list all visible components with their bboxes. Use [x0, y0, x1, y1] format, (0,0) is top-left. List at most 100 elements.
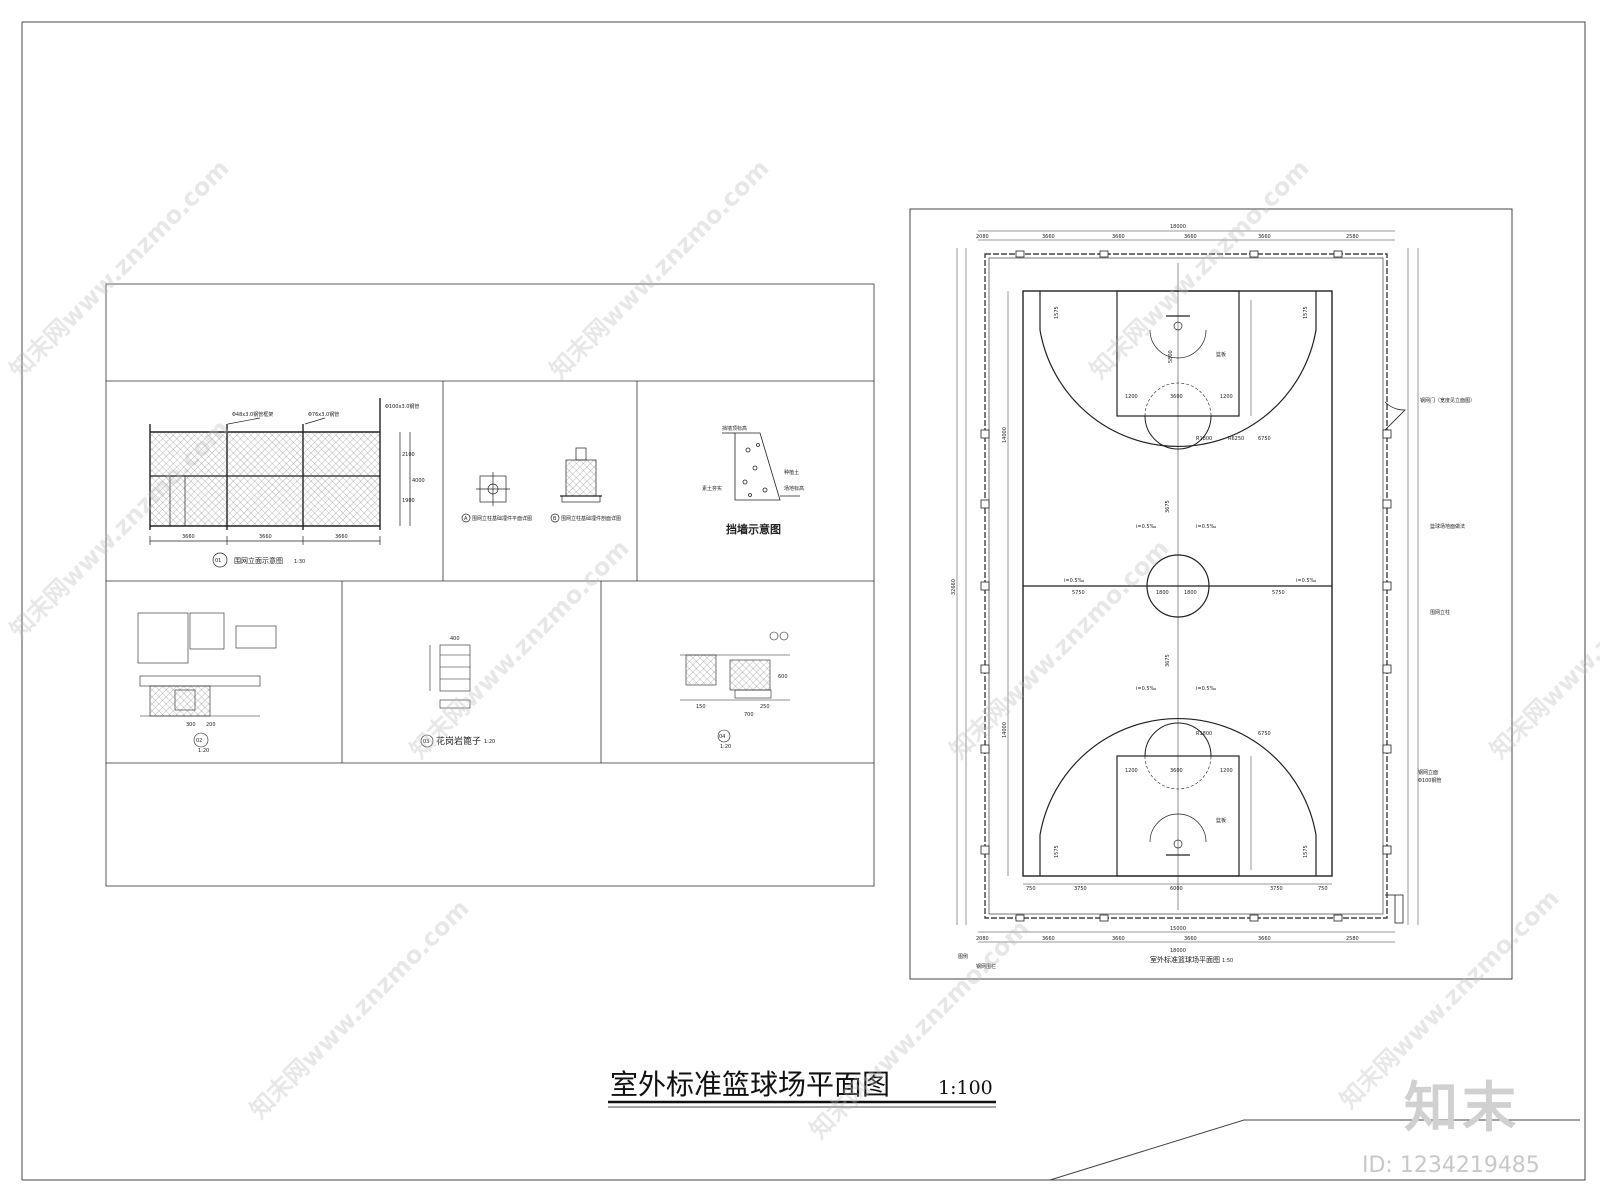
- embed-details: [461, 447, 602, 523]
- court-basket-top: 篮板: [1216, 351, 1226, 358]
- court-key-side-bottom-right: 1200: [1220, 768, 1233, 774]
- court-caption-scale: 1:50: [1222, 958, 1233, 964]
- court-top-dim-4: 3660: [1184, 234, 1197, 240]
- fence-dim-2: 3660: [259, 534, 272, 540]
- court-side-5750-right: 5750: [1272, 590, 1285, 596]
- sec04-dim-250: 250: [760, 704, 770, 710]
- court-fence-note: 围网立柱: [1430, 609, 1450, 616]
- court-end-6000: 6000: [1170, 886, 1183, 892]
- court-top-dim-2: 3660: [1042, 234, 1055, 240]
- court-gate-note-2: 篮球场地面做法: [1430, 523, 1465, 530]
- watermark-text-8: 知末网www.znzmo.com: [244, 894, 474, 1124]
- court-end-3750-left: 3750: [1074, 886, 1087, 892]
- detail-panel: [105, 283, 875, 887]
- court-line-3675-bottom: 3675: [1165, 654, 1171, 667]
- watermark-text-9: 知末网www.znzmo.com: [804, 914, 1034, 1144]
- court-bottom-dim-1: 2080: [976, 936, 989, 942]
- court-arc-label-top: R6250: [1228, 436, 1244, 442]
- court-side-note: 钢网立面: [1418, 769, 1438, 776]
- court-width: 15000: [1170, 926, 1186, 932]
- court-legend-text: 钢网围栏: [976, 963, 996, 970]
- sec04-dim-150: 150: [696, 704, 706, 710]
- sec03-dim-400: 400: [450, 636, 460, 642]
- embed-tag-a: A: [464, 516, 468, 522]
- sec04-dim-700: 700: [744, 712, 754, 718]
- sec03-scale: 1:20: [484, 739, 495, 745]
- court-gate-note-1: 钢网门（宽度见立面图）: [1420, 397, 1475, 404]
- court-caption: 室外标准篮球场平面图: [1150, 955, 1220, 964]
- court-key-side-top-right: 1200: [1220, 394, 1233, 400]
- fence-dim-1: 3660: [182, 534, 195, 540]
- court-center-r-left: 1800: [1156, 590, 1169, 596]
- court-bottom-dim-4: 3660: [1184, 936, 1197, 942]
- court-side-total: 32660: [951, 579, 957, 595]
- fence-scale: 1:30: [294, 559, 305, 565]
- court-bottom-dim-6: 2580: [1346, 936, 1359, 942]
- section-02: [137, 612, 277, 748]
- court-bottom-dim-3: 3660: [1112, 936, 1125, 942]
- court-lamp-note: Φ100钢管: [1418, 777, 1441, 784]
- fence-h2: 1900: [402, 498, 415, 504]
- court-dim-lines: [956, 230, 1419, 943]
- court-basket-bottom: 篮板: [1216, 817, 1226, 824]
- sec02-dim-300: 300: [186, 722, 196, 728]
- court-end-1575-bottom-left: 1575: [1054, 845, 1060, 858]
- watermark-text-7: 知末网www.znzmo.com: [1484, 534, 1600, 764]
- embed-caption-a: 围网立柱基础埋件平面详图: [472, 515, 532, 522]
- wall-left-label: 素土夯实: [702, 485, 722, 492]
- embed-caption-b: 围网立柱基础埋件剖面详图: [561, 515, 621, 522]
- sec02-num: 02: [196, 738, 202, 744]
- fence-posts: [980, 250, 1392, 922]
- main-scale: 1:100: [938, 1077, 993, 1099]
- court-top-dim-6: 2580: [1346, 234, 1359, 240]
- court-bottom-total: 18000: [1170, 948, 1186, 954]
- court-line-3675-top: 3675: [1165, 500, 1171, 513]
- section-04: [680, 631, 790, 743]
- sec02-dim-200: 200: [206, 722, 216, 728]
- embed-tag-b: B: [553, 516, 557, 522]
- court-top-dim-1: 2080: [976, 234, 989, 240]
- watermark-text-1: 知末网www.znzmo.com: [4, 154, 234, 384]
- court-slope-small-1: i=0.5‰: [1136, 524, 1157, 530]
- court-key-width-top: 3600: [1170, 394, 1183, 400]
- court-end-1575-top-right: 1575: [1303, 306, 1309, 319]
- court-top-dim-3: 3660: [1112, 234, 1125, 240]
- wall-right-label: 场地标高: [784, 485, 804, 492]
- sec02-scale: 1:20: [198, 748, 209, 754]
- watermark-layer: 知末网www.znzmo.com 知末网www.znzmo.com 知末网www…: [4, 154, 1600, 1144]
- sec04-scale: 1:20: [720, 744, 731, 750]
- fence-caption: 围网立面示意图: [234, 556, 283, 565]
- court-center-r-right: 1800: [1184, 590, 1197, 596]
- court-key-width-bottom: 3600: [1170, 768, 1183, 774]
- fence-height: 4000: [412, 478, 425, 484]
- court-gate: [1384, 401, 1406, 924]
- wall-top-label: 挡墙顶标高: [722, 425, 747, 432]
- court-free-arc-bottom: R1800: [1196, 731, 1212, 737]
- court-top-total: 18000: [1170, 224, 1186, 230]
- court-half-length-top: 14000: [1002, 427, 1008, 443]
- court-end-750-left: 750: [1026, 886, 1036, 892]
- section-03: [420, 644, 471, 748]
- fence-dim-3: 3660: [335, 534, 348, 540]
- sec04-dim-600: 600: [778, 674, 788, 680]
- court-panel-frame: [909, 208, 1513, 980]
- court-top-dim-5: 3660: [1258, 234, 1271, 240]
- court-slope-small-3: i=0.5‰: [1136, 686, 1157, 692]
- watermark-text-3: 知末网www.znzmo.com: [1084, 154, 1314, 384]
- court-key-side-bottom-left: 1200: [1125, 768, 1138, 774]
- watermark-text-6: 知末网www.znzmo.com: [944, 534, 1174, 764]
- watermark-text-5: 知末网www.znzmo.com: [404, 534, 634, 764]
- court-end-3750-right: 3750: [1270, 886, 1283, 892]
- court-three-pt-bottom: 6750: [1258, 731, 1271, 737]
- court-three-pt-top: 6750: [1258, 436, 1271, 442]
- fence-note-a: Φ48x3.0钢管框架: [232, 411, 273, 418]
- watermark-text-2: 知末网www.znzmo.com: [544, 154, 774, 384]
- fence-elevation: [149, 398, 411, 568]
- fence-h1: 2100: [402, 452, 415, 458]
- court-free-arc-top: R1800: [1196, 436, 1212, 442]
- wall-caption: 挡墙示意图: [726, 522, 781, 536]
- sheet-border: [21, 21, 1586, 1181]
- court-slope-small-2: i=0.5‰: [1196, 524, 1217, 530]
- sec04-num: 04: [719, 734, 725, 740]
